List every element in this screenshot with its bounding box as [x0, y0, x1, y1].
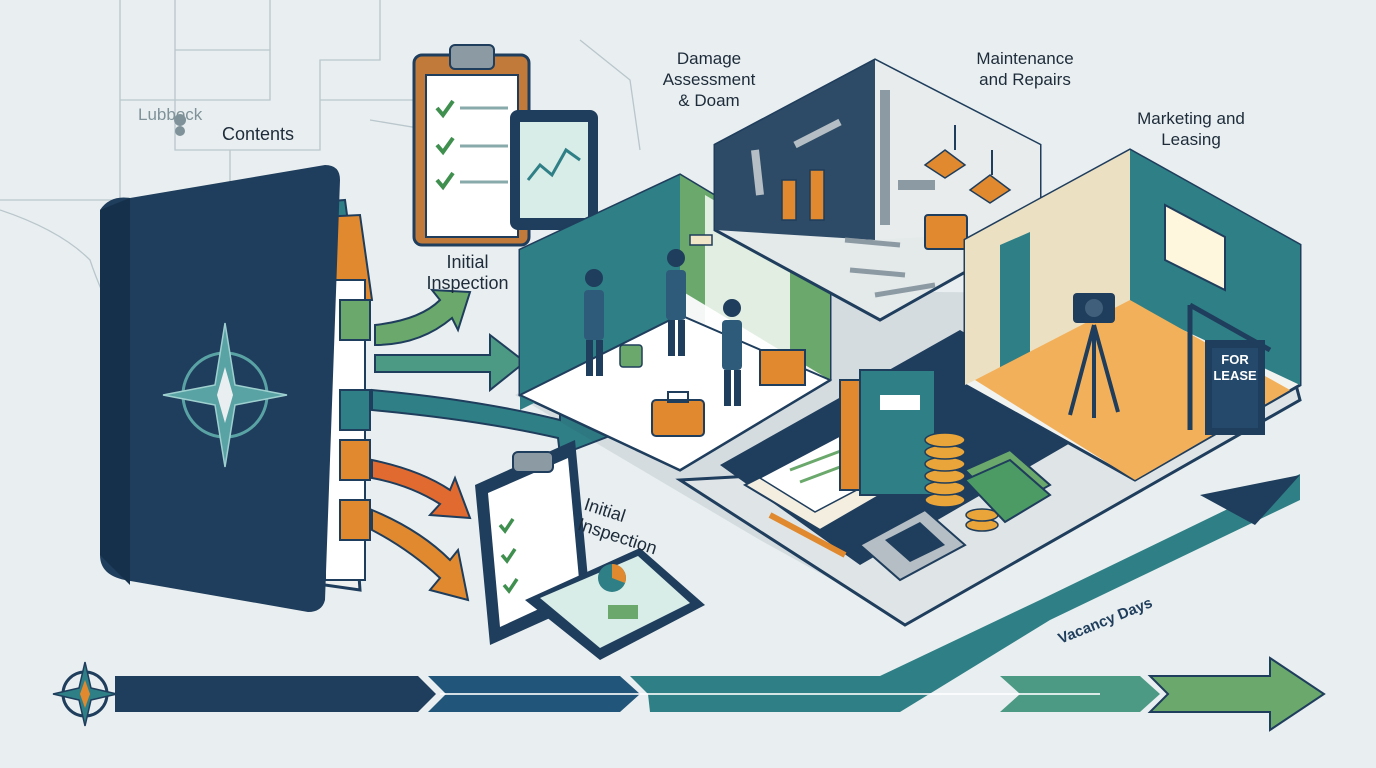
cash-stack-icon — [963, 448, 1052, 524]
maintenance-line-1: Maintenance — [976, 49, 1074, 68]
for-lease-line-2: LEASE — [1213, 368, 1257, 383]
for-lease-label: FOR LEASE — [1212, 352, 1258, 384]
for-lease-line-1: FOR — [1221, 352, 1249, 367]
for-lease-sign — [1187, 302, 1272, 435]
marketing-line-2: Leasing — [1161, 130, 1221, 149]
tablet-chart-icon — [525, 548, 705, 660]
maintenance-label: Maintenance and Repairs — [962, 48, 1088, 90]
room-marketing — [963, 148, 1302, 482]
damage-line-1: Damage — [676, 49, 742, 68]
damage-line-3: & Doam — [678, 91, 740, 110]
tablet-chart-icon — [510, 110, 598, 230]
worker — [722, 299, 742, 406]
toolbox-icon — [759, 349, 806, 386]
map-pin-icon — [174, 114, 187, 140]
initial-inspection-line-1: Initial — [446, 252, 489, 272]
toolbox-icon — [651, 391, 705, 437]
calculator-icon — [858, 508, 967, 582]
initial-inspection-label: Initial Inspection — [420, 252, 515, 294]
damage-line-2: Assessment — [662, 70, 756, 89]
marketing-label: Marketing and Leasing — [1120, 108, 1262, 150]
contents-label: Contents — [222, 124, 295, 144]
room-maintenance — [713, 58, 1042, 322]
timeline-arrow — [115, 474, 1326, 732]
compass-rose-icon — [52, 661, 118, 727]
city-label: Lubbock — [138, 105, 203, 124]
maintenance-line-2: and Repairs — [979, 70, 1071, 89]
compass-rose-icon — [162, 322, 288, 468]
marketing-line-1: Marketing and — [1137, 109, 1245, 128]
worker — [584, 269, 604, 376]
worker — [666, 234, 713, 356]
camera-tripod-icon — [1068, 293, 1120, 418]
initial-inspection-line-2: Inspection — [426, 273, 509, 293]
binder — [100, 165, 374, 612]
damage-assessment-label: Damage Assessment & Doam — [650, 48, 768, 111]
coin-stack-icon — [924, 432, 999, 532]
finance-items — [742, 369, 1052, 582]
